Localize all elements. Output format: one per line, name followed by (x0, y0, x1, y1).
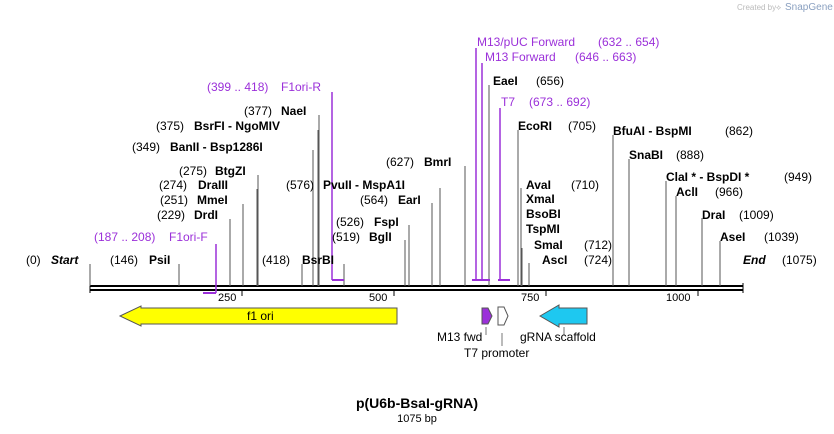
feature-grna-scaffold-arrow[interactable] (539, 304, 588, 328)
snapgene-logo-icon: ⟡ (776, 3, 782, 12)
scale-ticks: 250 500 750 1000 (218, 290, 699, 304)
site-name[interactable]: PsiI (149, 253, 170, 267)
start-label: Start (51, 253, 79, 267)
site-pos: (710) (571, 178, 599, 192)
start-pos: (0) (26, 253, 41, 267)
site-name[interactable]: PvuII - MspA1I (323, 178, 405, 192)
site-name[interactable]: DrdI (194, 208, 218, 222)
site-pos: (274) (159, 178, 187, 192)
site-pos: (564) (360, 193, 388, 207)
site-name[interactable]: TspMI (526, 222, 560, 236)
tick-label: 1000 (666, 292, 690, 304)
site-pos: (229) (157, 208, 185, 222)
primer-pos: (399 .. 418) (207, 80, 268, 94)
feature-label: T7 promoter (464, 346, 529, 360)
site-pos: (862) (725, 124, 753, 138)
site-name[interactable]: MmeI (197, 193, 228, 207)
site-name[interactable]: BtgZI (215, 164, 246, 178)
tick-label: 500 (369, 292, 387, 304)
site-name[interactable]: AclI (676, 185, 698, 199)
site-pos: (1009) (739, 208, 774, 222)
site-pos: (377) (244, 104, 272, 118)
primer-pos: (187 .. 208) (94, 230, 155, 244)
primer-name[interactable]: T7 (501, 95, 515, 109)
site-name[interactable]: EarI (398, 193, 421, 207)
tick-label: 750 (521, 292, 539, 304)
tick-label: 250 (218, 292, 236, 304)
site-pos: (966) (715, 185, 743, 199)
end-pos: (1075) (782, 253, 817, 267)
restriction-sites: (146) PsiI (229) DrdI (251) MmeI (274) D… (110, 74, 812, 267)
site-pos: (724) (584, 253, 612, 267)
site-pos: (349) (132, 140, 160, 154)
map-title: p(U6b-BsaI-gRNA) (356, 395, 478, 411)
site-pos: (519) (332, 230, 360, 244)
site-pos: (418) (262, 253, 290, 267)
site-name[interactable]: SmaI (534, 238, 563, 252)
primer-pos: (632 .. 654) (598, 35, 659, 49)
site-name[interactable]: DraI (702, 208, 725, 222)
feature-f1-ori-arrow[interactable] (118, 305, 398, 327)
site-name[interactable]: EaeI (493, 74, 518, 88)
site-pos: (251) (160, 193, 188, 207)
site-pos: (146) (110, 253, 138, 267)
feature-t7-promoter-arrow[interactable] (497, 306, 509, 326)
site-name[interactable]: SnaBI (629, 148, 663, 162)
site-name[interactable]: NaeI (281, 104, 306, 118)
site-pos: (627) (386, 155, 414, 169)
feature-label: M13 fwd (437, 330, 482, 344)
site-name[interactable]: DraIII (198, 178, 228, 192)
end-label: End (743, 253, 766, 267)
site-name[interactable]: ClaI * - BspDI * (666, 170, 750, 184)
site-name[interactable]: XmaI (526, 192, 555, 206)
site-name[interactable]: AscI (542, 253, 567, 267)
site-name[interactable]: AseI (720, 230, 745, 244)
site-pos: (705) (568, 119, 596, 133)
credit-prefix: Created by (737, 3, 776, 12)
primer-labels: (187 .. 208) F1ori-F (399 .. 418) F1ori-… (94, 35, 659, 244)
site-pos: (712) (584, 238, 612, 252)
primer-name[interactable]: M13/pUC Forward (477, 35, 575, 49)
primer-pos: (673 .. 692) (529, 95, 590, 109)
site-name[interactable]: BglI (369, 230, 392, 244)
site-name[interactable]: BsrFI - NgoMIV (194, 119, 280, 133)
primer-name[interactable]: F1ori-F (169, 230, 208, 244)
features: f1 ori M13 fwd T7 promoter gRNA scaffold (118, 304, 596, 360)
site-pos: (949) (784, 170, 812, 184)
site-name[interactable]: FspI (374, 215, 399, 229)
primer-name[interactable]: M13 Forward (485, 50, 556, 64)
site-pos: (1039) (764, 230, 799, 244)
site-name[interactable]: AvaI (526, 178, 551, 192)
primer-leaders (203, 48, 510, 294)
site-pos: (375) (156, 119, 184, 133)
site-name[interactable]: BanII - Bsp1286I (170, 140, 263, 154)
site-name[interactable]: BsoBI (526, 207, 561, 221)
feature-m13-fwd-arrow[interactable] (481, 307, 493, 325)
site-pos: (656) (536, 74, 564, 88)
primer-name[interactable]: F1ori-R (281, 80, 321, 94)
dna-backbone (89, 283, 744, 293)
primer-pos: (646 .. 663) (575, 50, 636, 64)
site-pos: (275) (179, 164, 207, 178)
site-name[interactable]: BsrBI (302, 253, 334, 267)
site-pos: (576) (286, 178, 314, 192)
site-pos: (526) (336, 215, 364, 229)
site-pos: (888) (676, 148, 704, 162)
credit-brand[interactable]: SnapGene (785, 2, 833, 13)
site-name[interactable]: EcoRI (518, 119, 552, 133)
site-name[interactable]: BfuAI - BspMI (613, 124, 692, 138)
site-leaders (89, 85, 721, 286)
site-name[interactable]: BmrI (424, 155, 451, 169)
feature-label: gRNA scaffold (520, 330, 596, 344)
map-length: 1075 bp (397, 413, 437, 425)
feature-label: f1 ori (247, 309, 274, 323)
